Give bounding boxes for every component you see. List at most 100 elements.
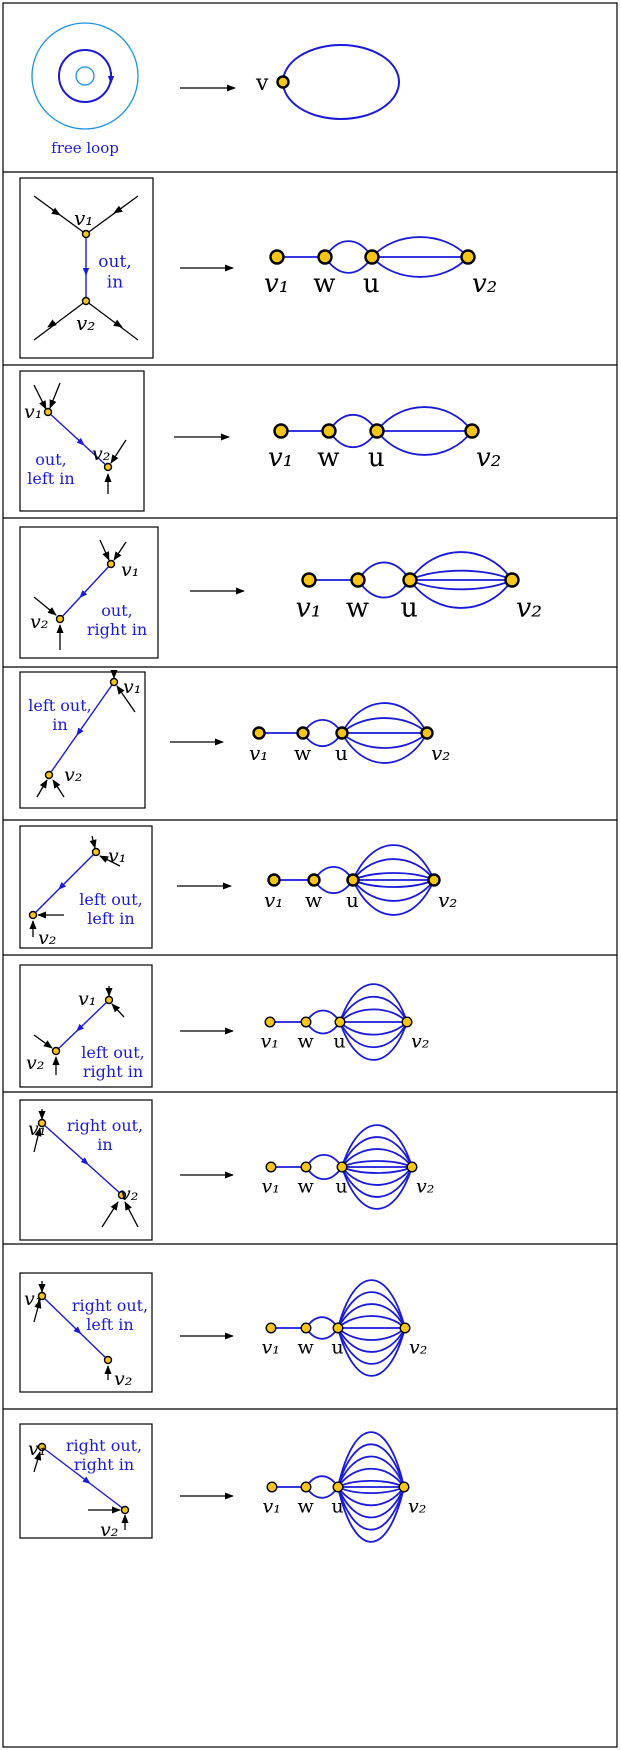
half-edge bbox=[49, 382, 61, 409]
panel-label: right in bbox=[83, 1062, 143, 1081]
vertex-v2 bbox=[401, 1016, 413, 1028]
vertex-v1 bbox=[273, 423, 289, 439]
vertex-v2-local bbox=[103, 462, 113, 472]
panel-v1: v₁ bbox=[28, 1438, 46, 1460]
panel-frame bbox=[19, 526, 159, 659]
panel-v2: v₂ bbox=[38, 927, 56, 949]
edge-u-v2 bbox=[337, 1291, 406, 1329]
panel-label: out, bbox=[101, 601, 132, 620]
label-v1: v₁ bbox=[263, 1496, 281, 1518]
label-u: u bbox=[331, 1496, 343, 1518]
edge-u-v2 bbox=[337, 1327, 406, 1353]
edge-u-v2 bbox=[352, 858, 435, 881]
label-w: w bbox=[294, 741, 311, 765]
loop-edge bbox=[282, 44, 400, 120]
vertex-v1 bbox=[265, 1322, 277, 1334]
label-w: w bbox=[297, 1496, 314, 1518]
half-edge-arrow-icon bbox=[113, 319, 123, 328]
label-u: u bbox=[331, 1337, 343, 1359]
panel-v2: v₂ bbox=[76, 311, 95, 335]
half-edge bbox=[85, 300, 139, 341]
edge-u-v2 bbox=[371, 236, 469, 258]
vertex-v2-local bbox=[120, 1505, 130, 1515]
panel-label: left in bbox=[27, 469, 74, 488]
half-edge bbox=[52, 779, 65, 798]
vertex-v2 bbox=[406, 1161, 418, 1173]
panel-label: left out, bbox=[81, 1043, 144, 1062]
vertex-v1-local bbox=[37, 1442, 47, 1452]
edge-u-v2 bbox=[341, 717, 428, 734]
label-v2: v₂ bbox=[408, 1496, 426, 1518]
label-v2: v₂ bbox=[411, 1031, 429, 1053]
edge-u-v2 bbox=[337, 1486, 405, 1507]
free-loop-inner-ring bbox=[75, 66, 95, 86]
edge-u-v2 bbox=[352, 872, 435, 881]
label-v2: v₂ bbox=[409, 1337, 427, 1359]
panel-label: out, bbox=[98, 252, 131, 272]
panel-frame bbox=[19, 1099, 153, 1241]
panel-v1: v₁ bbox=[24, 401, 42, 423]
vertex-w bbox=[321, 423, 337, 439]
edge-u-v2 bbox=[337, 1315, 406, 1329]
label-u: u bbox=[335, 741, 348, 765]
ribbon-arrow-icon bbox=[71, 1324, 82, 1335]
vertex-u bbox=[346, 873, 360, 887]
label-v: v bbox=[255, 71, 269, 96]
vertex-u bbox=[369, 423, 385, 439]
half-edge-arrow-icon bbox=[51, 207, 61, 216]
vertex-v1-local bbox=[104, 995, 114, 1005]
edge-u-v2 bbox=[337, 1486, 405, 1494]
label-v1: v₁ bbox=[264, 888, 283, 912]
edge-u-v2 bbox=[339, 1021, 408, 1061]
vertex-v1-local bbox=[91, 847, 101, 857]
label-v2: v₂ bbox=[472, 269, 497, 299]
label-u: u bbox=[368, 443, 385, 473]
vertex-w bbox=[300, 1481, 312, 1493]
half-edge-arrow-icon bbox=[47, 319, 57, 328]
label-w: w bbox=[297, 1176, 314, 1198]
ribbon-arrow-icon bbox=[76, 1021, 87, 1032]
vertex-v1-local bbox=[81, 229, 91, 239]
half-edge bbox=[36, 779, 48, 798]
edge-u-v2 bbox=[337, 1480, 405, 1488]
edge-u-v2 bbox=[337, 1455, 405, 1488]
vertex-w bbox=[300, 1016, 312, 1028]
half-edge bbox=[124, 1201, 139, 1228]
edge-u-v2 bbox=[339, 996, 408, 1023]
vertex-u bbox=[334, 1016, 346, 1028]
panel-v2: v₂ bbox=[64, 764, 82, 786]
vertex-v1 bbox=[269, 249, 285, 265]
panel-frame bbox=[19, 825, 153, 949]
vertex-v1 bbox=[265, 1161, 277, 1173]
vertex-v2 bbox=[399, 1322, 411, 1334]
ribbon-arrow-icon bbox=[79, 1475, 91, 1484]
vertex-v2-local bbox=[44, 770, 54, 780]
vertex-v2-local bbox=[117, 1190, 127, 1200]
panel-frame bbox=[19, 1272, 153, 1393]
edge-u-v2 bbox=[409, 551, 513, 581]
half-edge bbox=[99, 539, 110, 561]
vertex-v1 bbox=[301, 572, 317, 588]
vertex-v1 bbox=[252, 726, 266, 740]
panel-label: left in bbox=[86, 1315, 133, 1334]
vertex-u bbox=[364, 249, 380, 265]
vertex-v bbox=[276, 75, 290, 89]
label-v2: v₂ bbox=[476, 443, 501, 473]
ribbon-arrow-icon bbox=[73, 435, 85, 446]
edge-u-v2 bbox=[341, 1166, 413, 1186]
label-w: w bbox=[317, 443, 339, 473]
label-u: u bbox=[335, 1176, 347, 1198]
label-v1: v₁ bbox=[264, 269, 289, 299]
vertex-u bbox=[336, 1161, 348, 1173]
panel-label: right out, bbox=[72, 1296, 148, 1315]
free-loop-outer-ring bbox=[31, 22, 139, 130]
edge-u-v2 bbox=[352, 844, 435, 881]
vertex-w bbox=[350, 572, 366, 588]
